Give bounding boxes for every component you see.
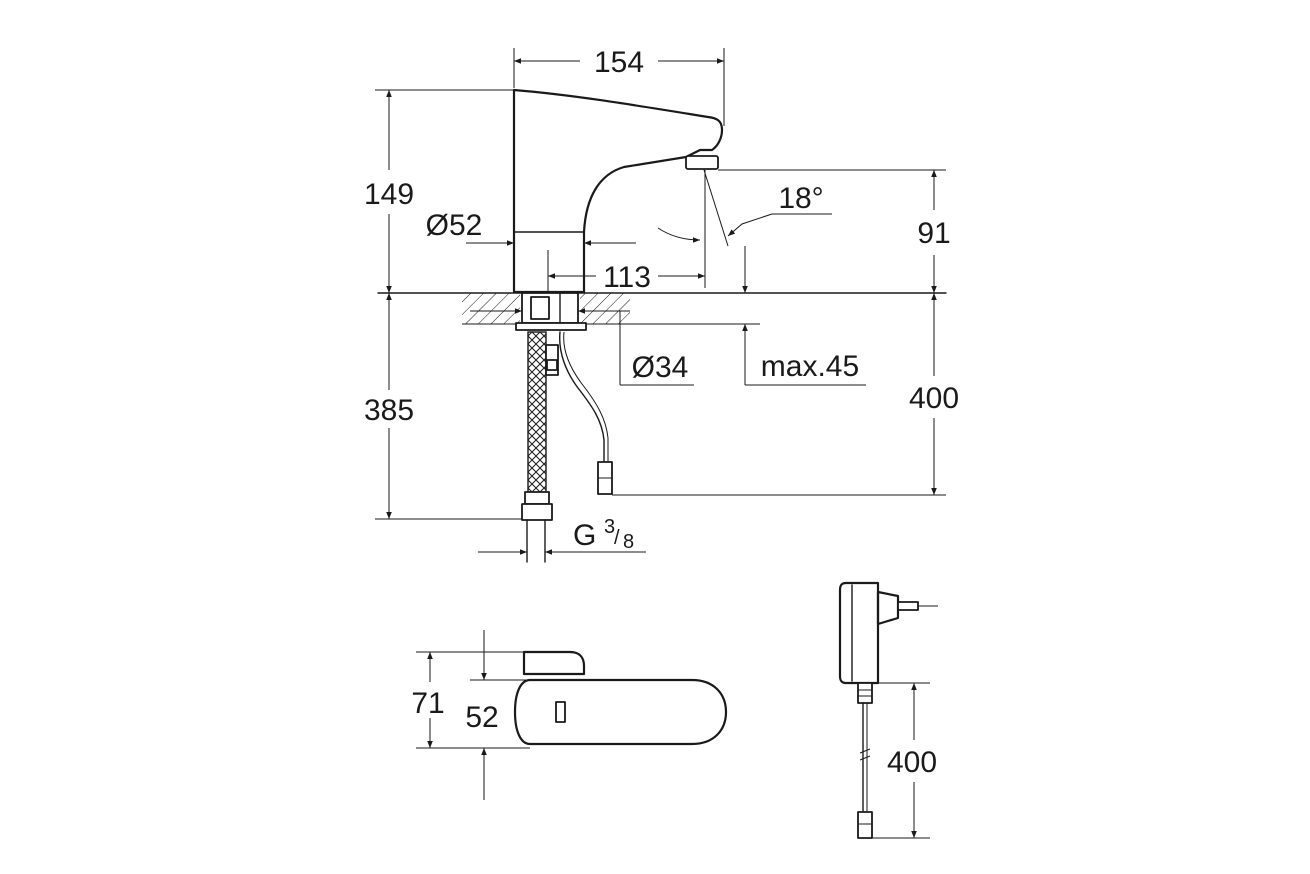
dim-top-71: 71: [411, 687, 444, 720]
dim-adapter-400: 400: [887, 746, 937, 779]
top-view-rear-block: [522, 650, 586, 676]
braided-hose: [527, 331, 547, 495]
dim-tail-diameter: Ø34: [632, 351, 689, 384]
mounting-surface-right: [580, 293, 630, 324]
sensor-cable-inner: [563, 331, 609, 462]
cable-plug-clip: [546, 359, 558, 371]
adapter-plug-base: [876, 590, 900, 626]
dim-thread-g: G: [573, 519, 596, 552]
sensor-cable: [559, 331, 605, 463]
dim-thread-slash: /: [614, 527, 620, 549]
hose-nut: [521, 503, 553, 521]
adapter-cable-connector: [857, 811, 873, 839]
faucet-body-outline: [512, 88, 724, 294]
mounting-nut-inner: [530, 296, 550, 320]
dim-width-154: 154: [594, 46, 644, 79]
top-view-body: [513, 678, 728, 746]
sensor-window: [685, 155, 719, 170]
dim-max-thickness: max.45: [761, 350, 859, 383]
faucet-side-view: [377, 88, 947, 563]
adapter-housing: [838, 581, 880, 685]
dim-thread-numerator: 3: [604, 516, 615, 538]
dim-clearance-91: 91: [917, 217, 950, 250]
top-view-sensor: [555, 701, 566, 723]
dim-height-149: 149: [364, 178, 414, 211]
mounting-washer: [515, 322, 587, 331]
hose-connector: [524, 491, 550, 505]
adapter-cable-boot: [857, 682, 873, 704]
dim-base-diameter: Ø52: [426, 209, 483, 242]
dim-spray-angle: 18°: [778, 182, 823, 215]
dim-reach-113: 113: [603, 261, 651, 294]
mounting-surface-left: [462, 293, 520, 324]
dim-cable-400: 400: [909, 382, 959, 415]
dim-top-52: 52: [465, 701, 498, 734]
side-view-dimensions: 154 149 Ø52 113 18° 91 max.45: [364, 46, 959, 555]
faucet-top-view: 71 52: [411, 630, 728, 800]
dim-thread-denominator: 8: [623, 531, 634, 553]
adapter-plug-pin: [897, 601, 919, 611]
power-adapter: 400: [838, 581, 938, 839]
dim-hose-385: 385: [364, 394, 414, 427]
